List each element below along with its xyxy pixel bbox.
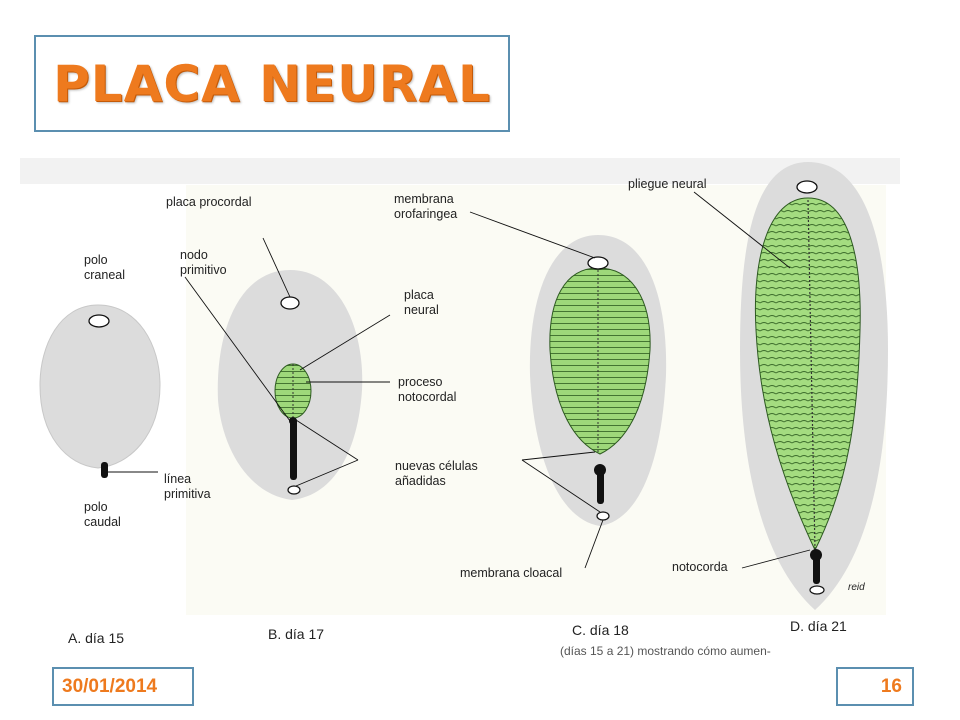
embryo-d — [693, 162, 888, 610]
embryo-b — [184, 237, 391, 500]
label-linea-primitiva: línea primitiva — [164, 472, 211, 501]
caption-b: B. día 17 — [268, 626, 325, 642]
label-notocorda: notocorda — [672, 560, 728, 574]
membrana-orofaringea-mark — [587, 256, 609, 270]
title-box: PLACA NEURAL — [34, 35, 510, 132]
label-polo-craneal: polo craneal — [84, 253, 125, 282]
caption-d: D. día 21 — [790, 618, 847, 634]
caption-a: A. día 15 — [68, 630, 125, 646]
embryo-c — [469, 211, 667, 569]
embryo-diagram — [20, 158, 900, 615]
placa-neural-c — [549, 267, 651, 455]
label-nuevas-celulas: nuevas células añadidas — [395, 459, 478, 488]
page-number-box: 16 — [836, 667, 914, 706]
slide-date: 30/01/2014 — [62, 675, 158, 697]
slide-title: PLACA NEURAL — [53, 54, 491, 113]
scan-header-strip — [20, 158, 900, 184]
placa-procordal-mark — [280, 296, 300, 310]
embryo-figure: polo craneal polo caudal línea primitiva… — [0, 150, 960, 660]
label-placa-procordal: placa procordal — [166, 195, 252, 209]
date-box: 30/01/2014 — [52, 667, 194, 706]
polo-craneal-mark — [88, 314, 110, 328]
embryo-a — [39, 304, 161, 478]
label-membrana-cloacal: membrana cloacal — [460, 566, 563, 580]
label-signature: reid — [848, 582, 865, 593]
slide-page-number: 16 — [880, 675, 902, 697]
label-polo-caudal: polo caudal — [84, 500, 121, 529]
label-proceso-notocordal: proceso notocordal — [398, 375, 457, 404]
label-membrana-orofaringea: membrana orofaringea — [394, 192, 458, 221]
linea-primitiva-mark — [101, 462, 108, 478]
label-placa-neural: placa neural — [404, 288, 439, 317]
caption-text: (días 15 a 21) mostrando cómo aumen- — [560, 644, 771, 658]
label-nodo-primitivo: nodo primitivo — [180, 248, 227, 277]
label-pliegue-neural: pliegue neural — [628, 177, 707, 191]
caption-c: C. día 18 — [572, 622, 629, 638]
